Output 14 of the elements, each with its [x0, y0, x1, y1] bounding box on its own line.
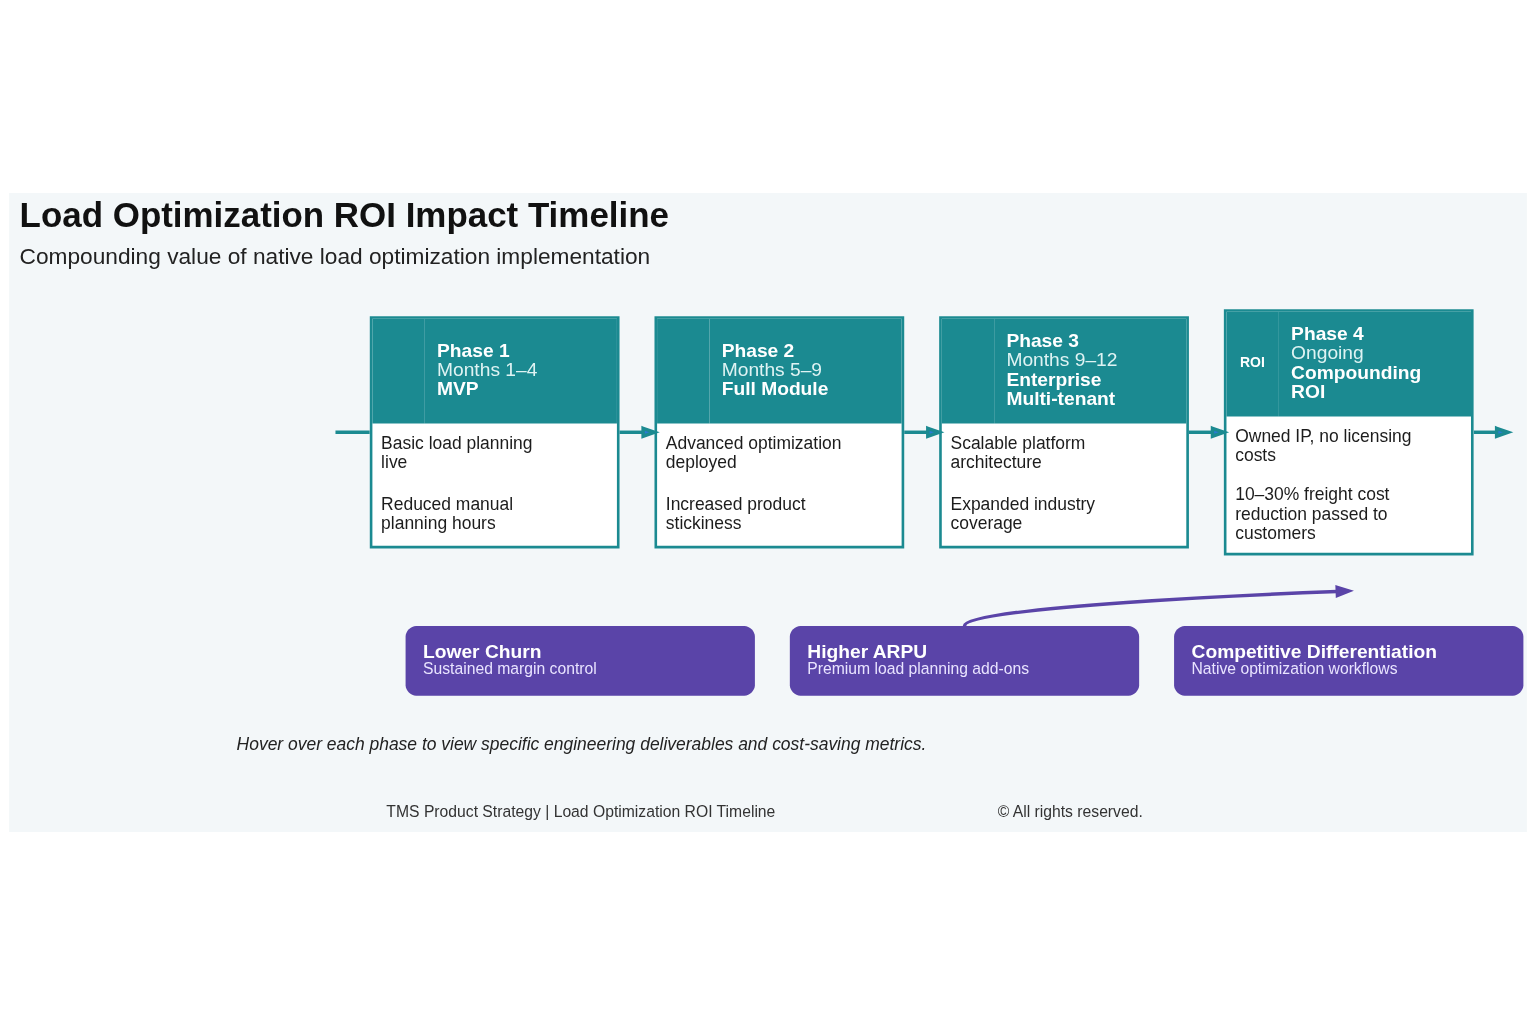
arrow	[1473, 425, 1514, 439]
label: Compounding value of native load optimization implementation	[19, 242, 651, 269]
label: © All rights reserved.	[997, 802, 1143, 820]
connector	[335, 430, 370, 434]
arrow	[1188, 425, 1230, 439]
arrow	[619, 425, 660, 439]
arrow	[904, 425, 945, 439]
arrow	[963, 584, 1354, 627]
node-box: Higher ARPU Premium load planning add-ons	[789, 625, 1140, 696]
node-box: Competitive Differentiation Native optimization workflows	[1174, 625, 1524, 696]
node-box: Lower Churn Sustained margin control	[405, 625, 755, 696]
label: Hover over each phase to view specific engineering deliverables and cost-saving metrics.	[236, 733, 927, 754]
label: TMS Product Strategy | Load Optimization ROI Timeline	[386, 802, 776, 820]
diagram-title: Load Optimization ROI Impact Timeline	[19, 194, 669, 234]
